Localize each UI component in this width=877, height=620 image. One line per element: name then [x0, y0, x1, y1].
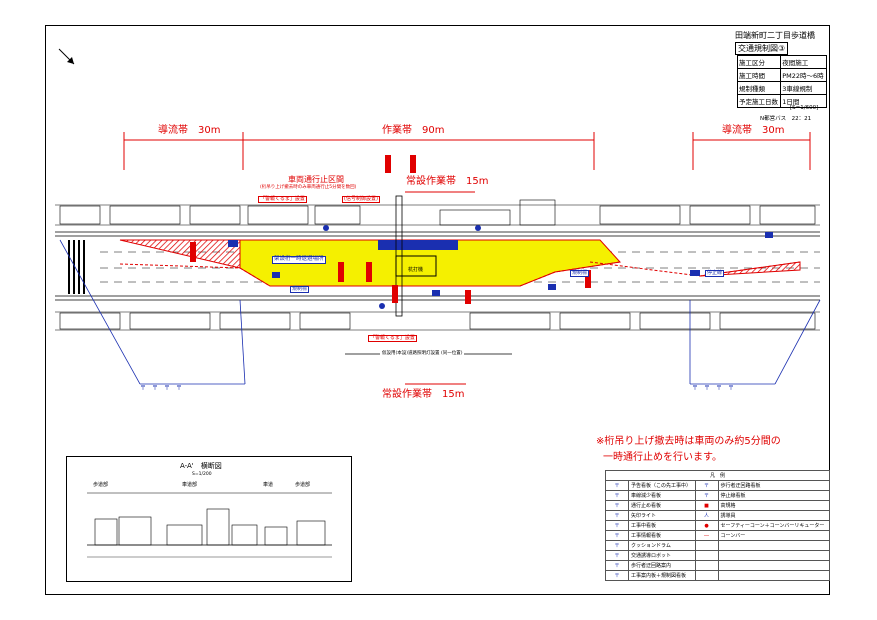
bridge-structure [395, 195, 403, 317]
cross-section-drawing [87, 492, 332, 558]
signal-control-label: (信号制御設置) [342, 196, 380, 203]
legend-row: 〒クッションドラム [605, 540, 831, 551]
alarm-car-label-top: 「警報くるま」設置 [258, 196, 307, 203]
guide-zone-left-label: 導流帯 30m [158, 125, 221, 136]
taper-left [119, 239, 241, 269]
section-col4: 歩道部 [295, 482, 311, 488]
drawing-title: 田端新町二丁目歩道橋 [735, 31, 815, 40]
legend-row: 〒矢印ライト人誘導員 [605, 510, 831, 521]
regular-zone-top-label: 常設作業帯 15m [406, 176, 489, 187]
guard-label-left: 規制標 [290, 286, 310, 293]
guard-label-right: 規制標 [570, 270, 590, 277]
temp-stop-label: 架設桁一時退避場所 [272, 256, 326, 264]
section-col3: 車道 [263, 482, 274, 488]
stop-section-note: (桁吊り上げ撤去時のみ車両通行止5分間を数回) [260, 185, 357, 190]
legend-row: 〒工事中看板●セーフティーコーン＋コーンバーリキューター [605, 520, 831, 531]
legend-table: 凡 例 〒予告看板（この先工事中）〒歩行者迂回路看板 〒車線減少看板〒停止線看板… [605, 470, 831, 581]
drawing-frame [45, 25, 830, 595]
scale-label: [S=1/600] [790, 105, 819, 111]
barrier-signs [190, 155, 591, 304]
girder-bar [378, 240, 458, 250]
legend-row: 〒通行止め看板■高規格 [605, 500, 831, 511]
section-scale: S=1/200 [192, 472, 212, 477]
buildings-top [55, 199, 820, 226]
section-col2: 車道部 [182, 482, 198, 488]
regular-zone-bottom-label: 常設作業帯 15m [382, 389, 465, 400]
sign-row-left: 〒 〒 〒 〒 [140, 385, 183, 392]
guide-zone-right-label: 導流帯 30m [722, 125, 785, 136]
legend-row: 〒予告看板（この先工事中）〒歩行者迂回路看板 [605, 480, 831, 491]
crane-label: 杭打機 [408, 267, 424, 273]
sign-leaders [59, 239, 821, 385]
bus-stop-label: N都営バス 22：21 [760, 116, 812, 122]
legend-row: 〒工事案内板＋規制図看板 [605, 570, 831, 581]
lighting-bar-label: 仮設用(本設)道路照明灯設置 (同一位置) [380, 351, 465, 357]
closure-note-line1: ※桁吊り上げ撤去時は車両のみ約5分間の [596, 436, 781, 447]
legend-row: 〒工事情報看板―コーンバー [605, 530, 831, 541]
legend-row: 〒歩行者迂回路案内 [605, 560, 831, 571]
buildings-bottom [55, 311, 820, 331]
stopline-label: 停止線 [705, 270, 725, 277]
sign-row-right: 〒 〒 〒 〒 [692, 385, 735, 392]
legend-header: 凡 例 [605, 470, 830, 481]
section-title: A-A' 横断図 [180, 462, 222, 470]
stop-section-label: 車両通行止区間 [288, 175, 344, 184]
legend-row: 〒車線減少看板〒停止線看板 [605, 490, 831, 501]
north-arrow-icon [58, 48, 75, 65]
legend-row: 〒交通誘導ロボット [605, 550, 831, 561]
alarm-car-label-bottom: 「警報くるま」設置 [368, 335, 417, 342]
cross-section-box: A-A' 横断図 S=1/200 歩道部 車道部 車道 歩道部 [66, 456, 352, 582]
dimension-lines [123, 132, 811, 385]
drawing-subtitle: 交通規制図③ [735, 42, 789, 55]
closure-note-line2: 一時通行止めを行います。 [603, 452, 722, 463]
section-col1: 歩道部 [93, 482, 109, 488]
guide-signs [228, 225, 773, 309]
work-zone-label: 作業帯 90m [382, 125, 445, 136]
crosswalk-left [68, 240, 85, 294]
